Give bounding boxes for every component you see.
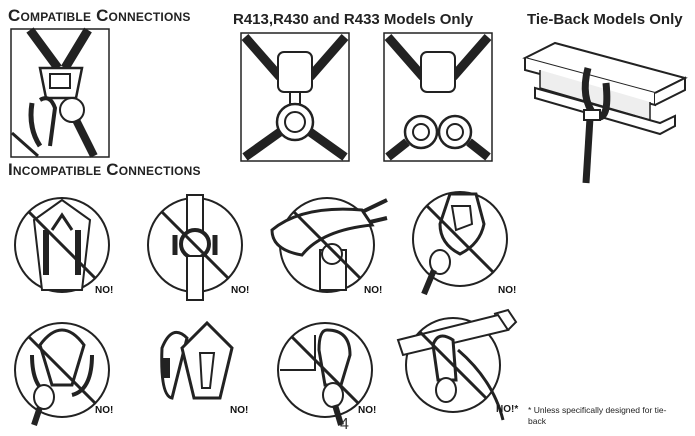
incompatible-illustration-6 bbox=[160, 320, 234, 400]
tieback-illustration bbox=[522, 41, 688, 184]
no-label: NO! bbox=[95, 405, 114, 416]
incompatible-illustration-4 bbox=[412, 191, 508, 296]
no-label: NO! bbox=[230, 405, 249, 416]
r413-model-illustration bbox=[240, 32, 350, 162]
incompatible-illustration-3 bbox=[270, 197, 388, 293]
tieback-models-heading: Tie-Back Models Only bbox=[527, 11, 683, 28]
no-label: NO! bbox=[498, 285, 517, 296]
compatible-connection-illustration bbox=[10, 27, 110, 158]
footnote-mark: * bbox=[528, 405, 532, 415]
no-label: NO! bbox=[231, 285, 250, 296]
no-label: NO! bbox=[95, 285, 114, 296]
incompatible-illustration-5 bbox=[14, 322, 110, 426]
incompatible-illustration-2 bbox=[147, 194, 243, 301]
no-label-asterisk: NO!* bbox=[496, 404, 519, 415]
models-only-heading: R413,R430 and R433 Models Only bbox=[233, 11, 474, 28]
compatible-connections-heading: Compatible Connections bbox=[8, 6, 191, 25]
footnote: * Unless specifically designed for tie-b… bbox=[528, 405, 678, 427]
no-label: NO! bbox=[364, 285, 383, 296]
incompatible-illustration-7 bbox=[277, 322, 373, 426]
r433-model-illustration bbox=[383, 32, 493, 162]
page-number: 4 bbox=[340, 416, 349, 433]
incompatible-connections-heading: Incompatible Connections bbox=[8, 160, 201, 179]
no-label: NO! bbox=[358, 405, 377, 416]
footnote-text: Unless specifically designed for tie-bac… bbox=[528, 405, 667, 426]
incompatible-illustration-1 bbox=[14, 197, 110, 293]
incompatible-illustration-8 bbox=[396, 308, 518, 421]
